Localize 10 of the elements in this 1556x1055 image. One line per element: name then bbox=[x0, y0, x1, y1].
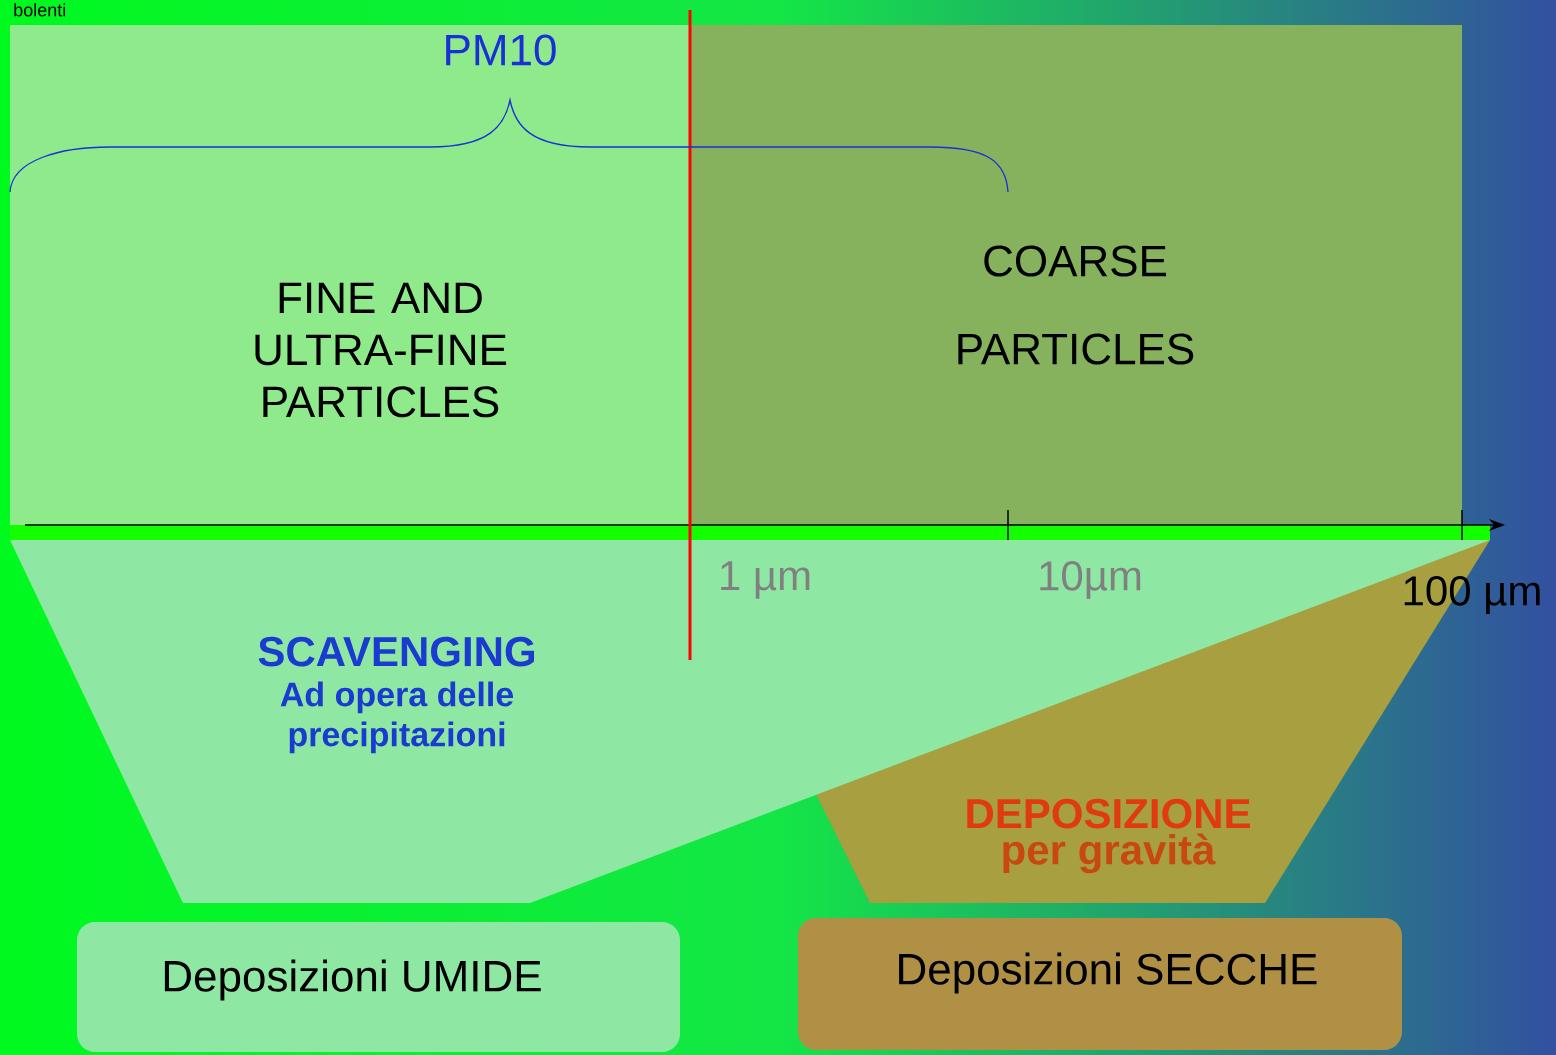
band-label: FINE AND ULTRA-FINE PARTICLES bbox=[255, 282, 507, 418]
box-label: Deposizioni SECCHE bbox=[899, 952, 1317, 994]
band-label: COARSE PARTICLES bbox=[958, 245, 1194, 365]
tick-label: 1 µm bbox=[721, 561, 810, 599]
funnel-label: DEPOSIZIONE per gravità bbox=[967, 798, 1250, 874]
box-label: Deposizioni UMIDE bbox=[164, 959, 541, 1001]
tick-label: 10µm bbox=[1040, 561, 1141, 599]
funnel-label: SCAVENGING Ad opera delle precipitazioni bbox=[258, 636, 535, 754]
bracket-label: PM10 bbox=[446, 34, 556, 66]
heading-text: bolenti bbox=[14, 3, 66, 17]
